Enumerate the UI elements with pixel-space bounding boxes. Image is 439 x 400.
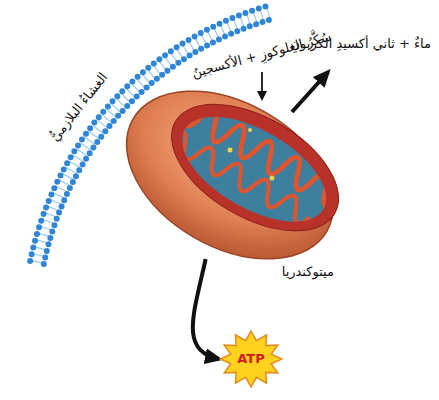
granule (248, 128, 252, 132)
outer-membrane (97, 57, 363, 294)
atp-text: ATP (237, 351, 264, 368)
crista-fold (180, 98, 346, 210)
cristae (165, 98, 346, 227)
input-arrow (261, 72, 263, 99)
granule (228, 148, 233, 153)
atp-star: ATP (219, 330, 283, 388)
star-shape (220, 331, 282, 387)
output-label: ماءٌ + ثاني أكسيدِ الكربونِ (291, 36, 431, 53)
crista-fold (165, 128, 315, 227)
output-arrow (292, 72, 328, 112)
mitochondrion-node: ميتوكندريا (127, 91, 334, 259)
inner-membrane (150, 78, 359, 257)
structure-label: ميتوكندريا (282, 264, 334, 281)
membrane-label: الغشاءُ البلازميُّ (47, 69, 112, 144)
granule (270, 176, 275, 181)
mitochondrion-drawing (97, 57, 363, 294)
flow-arrow (193, 259, 219, 359)
matrix (165, 96, 343, 244)
